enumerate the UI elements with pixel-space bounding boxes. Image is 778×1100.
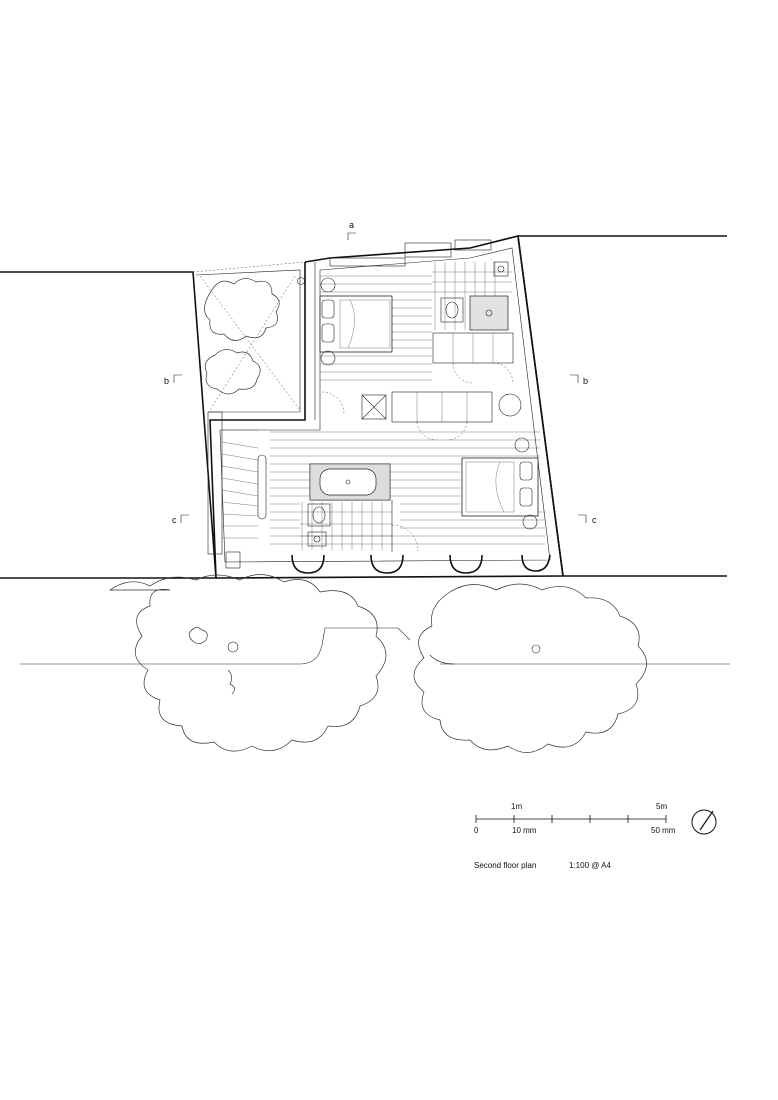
section-marker-c-left: c [172,514,189,525]
north-arrow-icon [691,809,717,835]
section-marker-c-right: c [578,514,597,525]
section-label-b-right: b [583,376,588,386]
scale-top-right: 5m [656,802,667,811]
bathroom [300,463,419,552]
caption-scale: 1:100 @ A4 [569,861,611,870]
neighbour-building-left [0,271,217,579]
ensuite-shower-room [432,261,512,331]
scale-top-left: 1m [511,802,522,811]
bed-front [461,437,539,530]
section-label-a: a [349,220,354,230]
scale-bar: 1m 5m 0 10 mm 50 mm [474,802,676,835]
section-label-b-left: b [164,376,169,386]
building-envelope [209,235,564,579]
rear-windows [329,239,492,267]
front-bay-windows [225,551,551,574]
wardrobe-rear [432,332,514,384]
neighbour-building-right [517,235,727,577]
bed-rear [319,277,393,366]
scale-bottom-mid: 10 mm [512,826,537,835]
section-label-c-left: c [172,515,177,525]
scale-bottom-zero: 0 [474,826,479,835]
section-marker-a: a [347,220,356,240]
drawing-caption: Second floor plan 1:100 @ A4 [474,861,611,870]
section-label-c-right: c [592,515,597,525]
central-landing [321,391,522,441]
street-line [20,627,730,665]
section-marker-b-right: b [570,374,588,386]
staircase [207,411,267,555]
section-marker-b-left: b [164,374,182,386]
caption-title: Second floor plan [474,861,536,870]
street-trees [108,574,647,753]
scale-bottom-right: 50 mm [651,826,676,835]
